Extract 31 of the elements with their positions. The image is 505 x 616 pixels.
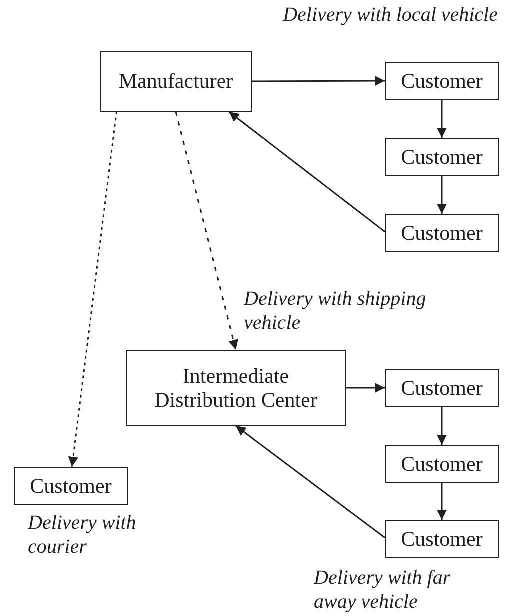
caption: Delivery with courier (28, 511, 138, 559)
node-label: Customer (401, 144, 483, 170)
process-box (385, 445, 499, 483)
caption: Delivery with local vehicle (282, 3, 498, 27)
process-box (385, 214, 499, 252)
arrow (437, 176, 447, 214)
arrow (252, 76, 385, 86)
node-label: Customer (401, 220, 483, 246)
node-label: Customer (30, 474, 112, 498)
arrow (228, 111, 386, 232)
arrow (236, 425, 386, 538)
arrow (437, 407, 447, 445)
caption: Delivery with far away vehicle (314, 566, 452, 614)
process-box (385, 138, 499, 176)
process-box (100, 51, 252, 112)
node-label: Intermediate Distribution Center (154, 364, 318, 412)
dashed-arrow (175, 112, 238, 350)
node-label: Customer (401, 452, 483, 476)
arrow (437, 483, 447, 520)
arrow (437, 100, 447, 138)
node-label: Customer (401, 526, 483, 552)
node-label: Manufacturer (118, 69, 234, 94)
process-box (14, 467, 128, 505)
process-box (385, 369, 499, 407)
arrow (346, 383, 385, 393)
process-box (126, 350, 346, 426)
node-label: Customer (401, 68, 483, 94)
dotted-arrow (68, 111, 118, 468)
process-box (385, 62, 499, 100)
process-box (385, 520, 499, 558)
node-label: Customer (401, 376, 483, 400)
